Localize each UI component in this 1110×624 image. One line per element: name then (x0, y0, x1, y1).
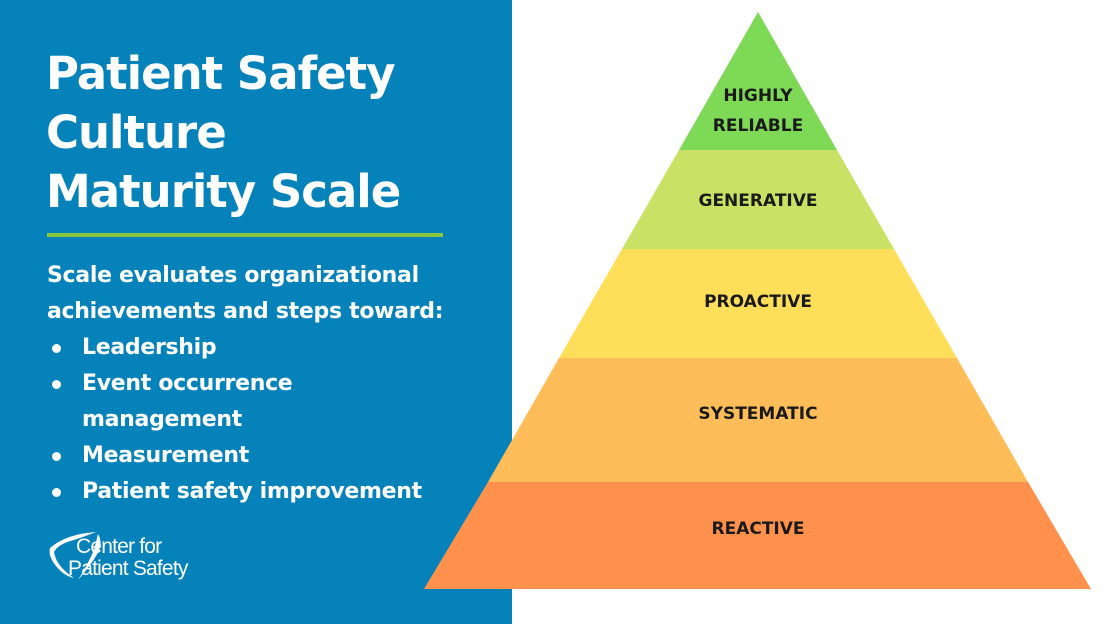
title-line: Culture (46, 106, 227, 159)
logo-text: Center for Patient Safety (68, 535, 188, 580)
list-item: Measurement (50, 438, 422, 474)
title-line: Maturity Scale (46, 165, 401, 218)
logo-line: Center for (76, 535, 162, 558)
level-systematic (488, 358, 1028, 482)
level-label: REACTIVE (711, 519, 804, 539)
list-item-text: Patient safety improvement (82, 479, 422, 504)
level-highly-reliable (679, 12, 837, 150)
list-item: Event occurrence management (50, 366, 422, 438)
list-item-text: Leadership (82, 335, 217, 360)
list-item: Leadership (50, 330, 422, 366)
list-item-text: management (82, 407, 242, 432)
list-item-text: Measurement (82, 443, 249, 468)
level-label: HIGHLY (723, 86, 793, 106)
level-label: PROACTIVE (704, 292, 812, 312)
intro-line: achievements and steps toward: (47, 299, 444, 324)
left-panel (0, 0, 512, 624)
intro-line: Scale evaluates organizational (47, 263, 419, 288)
intro-text: Scale evaluates organizational achieveme… (47, 258, 444, 330)
focus-area-list: Leadership Event occurrence management M… (50, 330, 422, 510)
title-line: Patient Safety (46, 47, 396, 100)
list-item: Patient safety improvement (50, 474, 422, 510)
list-item-text: Event occurrence (82, 371, 293, 396)
level-reactive (424, 482, 1091, 589)
level-generative (622, 150, 894, 249)
page-title: Patient Safety Culture Maturity Scale (46, 44, 401, 221)
level-label: SYSTEMATIC (698, 404, 817, 424)
level-label: RELIABLE (713, 116, 803, 136)
center-for-patient-safety-logo: Center for Patient Safety (46, 530, 256, 590)
title-divider (47, 233, 443, 237)
level-proactive (559, 249, 957, 358)
level-label: GENERATIVE (698, 191, 817, 211)
logo-line: Patient Safety (68, 557, 188, 580)
swoosh-triangle-icon (49, 532, 101, 580)
